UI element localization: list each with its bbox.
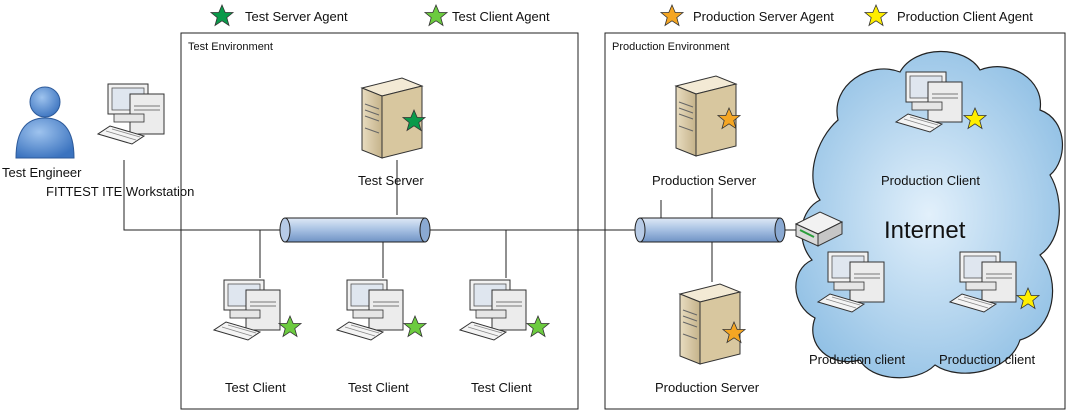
internet-label: Internet xyxy=(884,217,966,244)
production-client-bottom-right-label: Production client xyxy=(939,352,1035,367)
production-server-bottom-label: Production Server xyxy=(655,380,760,395)
legend-production-server-agent: Production Server Agent xyxy=(693,9,834,24)
test-client-computer-icon xyxy=(336,279,404,341)
test-client-label: Test Client xyxy=(348,380,409,395)
test-client-computer-icon xyxy=(459,279,527,341)
test-client-agent-star-icon xyxy=(424,4,448,26)
person-icon xyxy=(15,86,75,159)
router-icon xyxy=(794,211,844,247)
legend-test-client-agent: Test Client Agent xyxy=(452,9,550,24)
test-engineer-label: Test Engineer xyxy=(2,165,82,180)
workstation-label: FITTEST ITE Workstation xyxy=(46,184,194,199)
test-client-agent-icon xyxy=(278,315,302,337)
production-environment-box xyxy=(604,32,1066,410)
production-server-icon xyxy=(679,283,741,365)
test-environment-box xyxy=(180,32,579,410)
production-network-bus xyxy=(634,217,786,243)
test-client-label: Test Client xyxy=(471,380,532,395)
workstation-computer-icon xyxy=(97,83,165,145)
production-environment-title: Production Environment xyxy=(612,41,729,53)
test-server-label: Test Server xyxy=(358,173,424,188)
network-links xyxy=(123,160,800,282)
test-server-agent-star-icon xyxy=(210,4,234,26)
test-client-agent-icon xyxy=(526,315,550,337)
production-client-bottom-left-label: Production client xyxy=(809,352,905,367)
test-client-label: Test Client xyxy=(225,380,286,395)
production-server-top-label: Production Server xyxy=(652,173,757,188)
test-client-computer-icon xyxy=(213,279,281,341)
production-client-top-label: Production Client xyxy=(881,173,980,188)
production-server-agent-star-icon xyxy=(660,4,684,26)
test-client-agent-icon xyxy=(403,315,427,337)
legend-test-server-agent: Test Server Agent xyxy=(245,9,348,24)
test-environment-title: Test Environment xyxy=(188,41,273,53)
production-client-agent-star-icon xyxy=(864,4,888,26)
legend-production-client-agent: Production Client Agent xyxy=(897,9,1033,24)
test-network-bus xyxy=(279,217,431,243)
legend: Test Server Agent Test Client Agent Prod… xyxy=(210,4,1033,26)
